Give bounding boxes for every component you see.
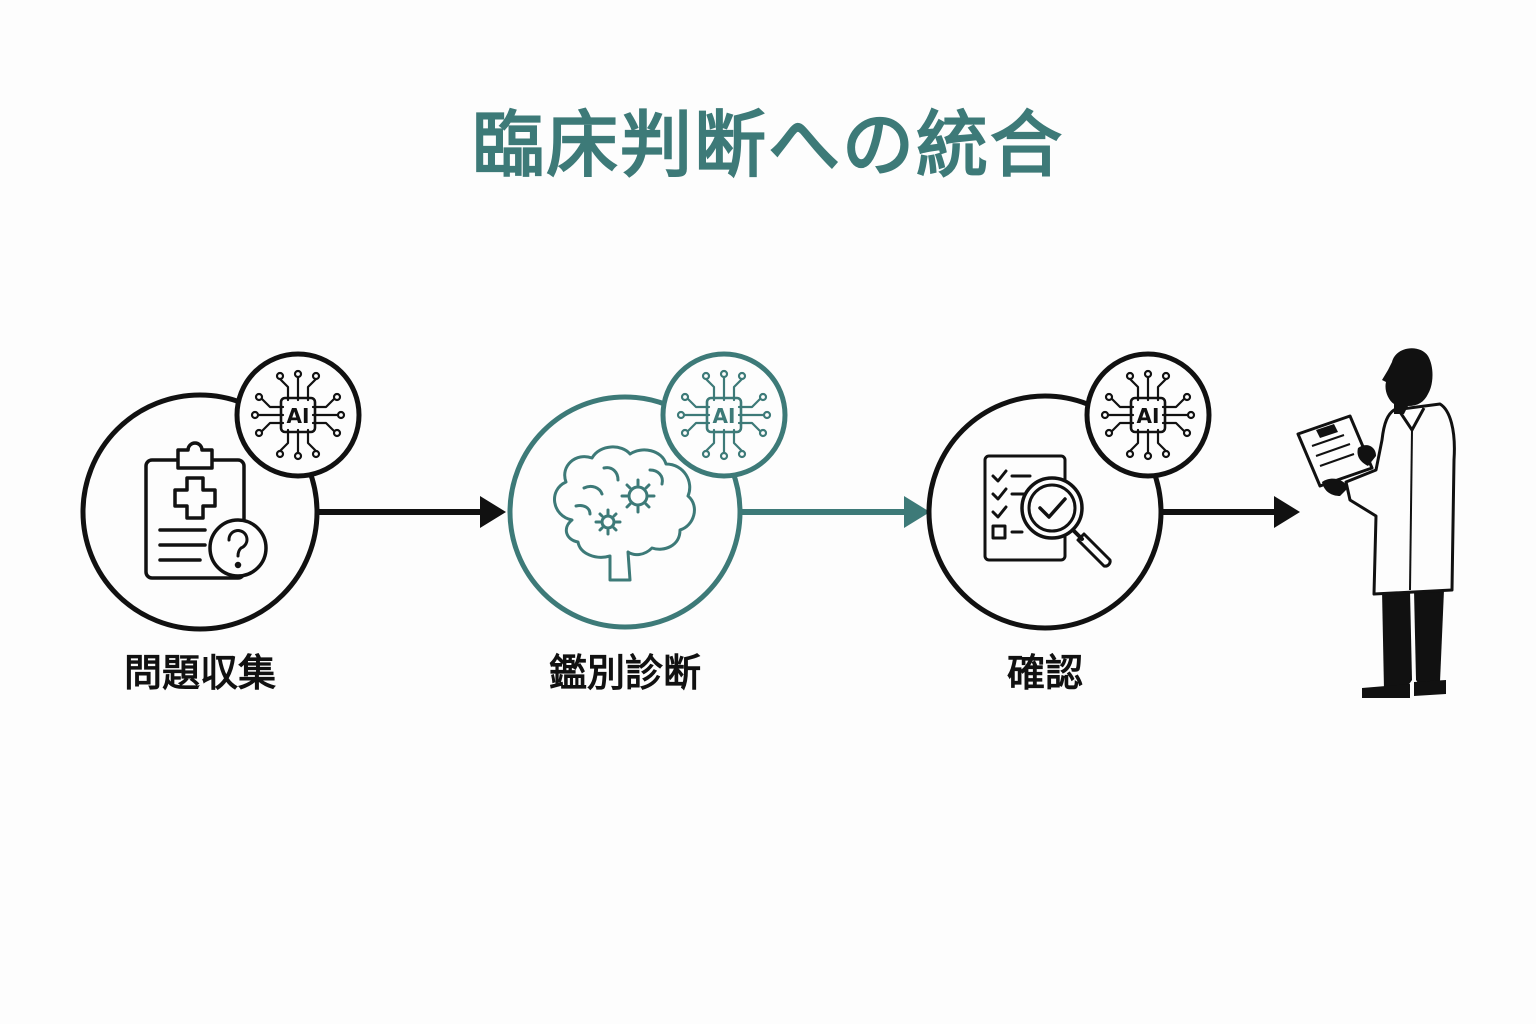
clipboard-question-icon <box>144 441 268 580</box>
ai-badge-text: AI <box>713 404 736 428</box>
arrow-2 <box>741 496 930 528</box>
step-label-confirmation: 確認 <box>1006 651 1083 695</box>
arrow-1 <box>317 496 506 528</box>
step-2-node: AI <box>507 351 788 630</box>
checklist-magnifier-icon <box>983 454 1112 568</box>
ai-badge: AI <box>234 351 362 479</box>
ai-badge-text: AI <box>287 404 310 428</box>
ai-badge: AI <box>1084 351 1212 479</box>
step-label-problem-collection: 問題収集 <box>123 651 276 695</box>
ai-badge-text: AI <box>1137 404 1160 428</box>
arrow-3 <box>1161 496 1300 528</box>
step-3-node: AI <box>926 351 1212 631</box>
step-label-differential-diagnosis: 鑑別診断 <box>548 651 701 695</box>
doctor-with-clipboard-icon <box>1296 348 1456 698</box>
page-title: 臨床判断への統合 <box>471 103 1064 187</box>
step-1-node: AI <box>80 351 362 632</box>
brain-gears-icon <box>553 445 696 582</box>
ai-badge: AI <box>660 351 788 479</box>
